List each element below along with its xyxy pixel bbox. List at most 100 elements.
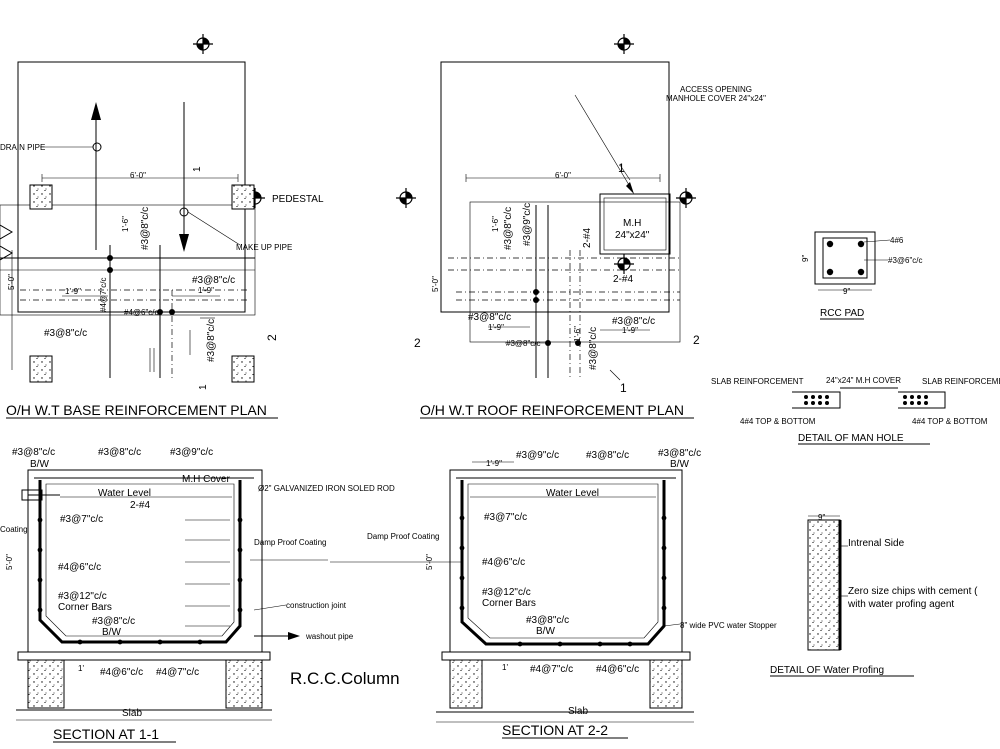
bar-label: #3@8"c/c bbox=[586, 450, 629, 461]
man-hole-title: DETAIL OF MAN HOLE bbox=[798, 433, 904, 444]
base-plan: DRAIN PIPE PEDESTAL MAKE UP PIPE 6'-0" 5… bbox=[0, 33, 324, 419]
mh-size-label: 24"x24" bbox=[615, 230, 650, 241]
bar-label: #4@6"c/c bbox=[596, 664, 639, 675]
column-block bbox=[27, 659, 65, 709]
bar-label: B/W bbox=[670, 459, 689, 470]
section-marker: 1 bbox=[198, 384, 209, 390]
bar-label: #3@9"c/c bbox=[170, 447, 213, 458]
crosshair-icon bbox=[395, 187, 417, 209]
top-bottom-left: 4#4 TOP & BOTTOM bbox=[740, 417, 816, 426]
section-2-2: 1'-9" #3@9"c/c #3@8"c/c #3@8"c/c B/W Wat… bbox=[330, 448, 777, 739]
crosshair-icon bbox=[613, 33, 635, 55]
section-marker: 2 bbox=[414, 336, 421, 350]
mh-cover-label: M.H Cover bbox=[182, 474, 230, 485]
bar-label: #4@6"c/c bbox=[482, 557, 525, 568]
wall-dim: 9" bbox=[818, 513, 825, 522]
mh-cover-label: 24"x24" M.H COVER bbox=[826, 376, 901, 385]
bar-label: #3@9"c/c bbox=[516, 450, 559, 461]
rcc-column-label: R.C.C.Column bbox=[290, 669, 400, 688]
water-proofing-title: DETAIL OF Water Profing bbox=[770, 665, 884, 676]
rcc-pad-title: RCC PAD bbox=[820, 308, 864, 319]
slab-label: Slab bbox=[568, 706, 588, 717]
dim-width: 6'-0" bbox=[555, 171, 571, 180]
damp-proof-label: Damp Proof Coating bbox=[254, 538, 326, 547]
manhole-cover-label: MANHOLE COVER 24"x24" bbox=[666, 94, 766, 103]
column-block bbox=[649, 659, 683, 709]
base-plan-title: O/H W.T BASE REINFORCEMENT PLAN bbox=[6, 402, 267, 418]
column-block bbox=[449, 659, 483, 709]
column-block bbox=[225, 659, 263, 709]
pad-ties: #3@6"c/c bbox=[888, 256, 923, 265]
bar-label: #3@8"c/c bbox=[12, 447, 55, 458]
section-1-1: #3@8"c/c B/W #3@8"c/c #3@9"c/c M.H Cover… bbox=[0, 447, 395, 743]
corner-bars-label: Corner Bars bbox=[58, 602, 112, 613]
section-2-title: SECTION AT 2-2 bbox=[502, 722, 608, 738]
dim-1-6-b: 1'-6" bbox=[573, 326, 582, 342]
pedestal-block bbox=[231, 184, 255, 210]
bar-label: #3@8"c/c bbox=[506, 339, 541, 348]
rod-label: Ø2" GALVANIZED IRON SOLED ROD bbox=[258, 484, 395, 493]
manhole-opening bbox=[599, 193, 671, 255]
bar-label: #4@7"c/c bbox=[99, 277, 108, 312]
bar-label: #4@7"c/c bbox=[156, 667, 199, 678]
section-marker: 1 bbox=[620, 381, 627, 395]
bar-label: #3@8"c/c bbox=[206, 319, 217, 362]
coating-label: Coating bbox=[0, 525, 28, 534]
pad-dim-h: 9" bbox=[801, 255, 810, 262]
roof-plan-title: O/H W.T ROOF REINFORCEMENT PLAN bbox=[420, 402, 684, 418]
bar-label: #3@8"c/c bbox=[92, 616, 135, 627]
dim-1-6: 1'-6" bbox=[121, 216, 130, 232]
pedestal-block bbox=[29, 184, 53, 210]
bar-label: #3@8"c/c bbox=[526, 615, 569, 626]
mh-label: M.H bbox=[623, 218, 641, 229]
bar-label: #3@8"c/c bbox=[140, 207, 151, 250]
damp-proof-label: Damp Proof Coating bbox=[367, 532, 439, 541]
dim-label: 1'-9" bbox=[486, 459, 502, 468]
crosshair-icon bbox=[192, 33, 214, 55]
dim-side: 5'-0" bbox=[5, 554, 14, 570]
bar-label: #4@7"c/c bbox=[530, 664, 573, 675]
bar-label: #3@8"c/c bbox=[588, 327, 599, 370]
bar-label: B/W bbox=[30, 459, 49, 470]
access-opening-label: ACCESS OPENING bbox=[680, 85, 752, 94]
bar-label: #3@8"c/c bbox=[658, 448, 701, 459]
water-level-label: Water Level bbox=[98, 488, 151, 499]
bar-label: #3@9"c/c bbox=[522, 203, 533, 246]
dim-1-9-b: 1'-9" bbox=[198, 286, 214, 295]
pedestal-label: PEDESTAL bbox=[272, 194, 324, 205]
bar-label: #3@8"c/c bbox=[612, 316, 655, 327]
slab-reinforcement-left: SLAB REINFORCEMENT bbox=[711, 377, 804, 386]
chips-label: Zero size chips with cement ( bbox=[848, 586, 978, 597]
bar-label: #3@8"c/c bbox=[192, 275, 235, 286]
dim-side: 5'-0" bbox=[7, 274, 16, 290]
agent-label: with water profing agent bbox=[847, 599, 954, 610]
top-bottom-right: 4#4 TOP & BOTTOM bbox=[912, 417, 988, 426]
section-marker: 1 bbox=[618, 161, 625, 175]
manhole-detail: SLAB REINFORCEMENT 24"x24" M.H COVER SLA… bbox=[711, 376, 1000, 445]
section-marker: 2 bbox=[265, 334, 279, 341]
crosshair-icon bbox=[613, 253, 635, 275]
drain-pipe-label: DRAIN PIPE bbox=[0, 143, 45, 152]
bar-label: #3@12"c/c bbox=[58, 591, 107, 602]
stopper-label: 8" wide PVC water Stopper bbox=[680, 621, 777, 630]
dim-1-6-a: 1'-6" bbox=[491, 216, 500, 232]
dim-1-9-a: 1'-9" bbox=[65, 287, 81, 296]
section-marker: 2 bbox=[693, 333, 700, 347]
bar-label: 2-#4 bbox=[582, 228, 593, 248]
internal-side-label: Intrenal Side bbox=[848, 538, 905, 549]
make-up-pipe-label: MAKE UP PIPE bbox=[236, 243, 292, 252]
bar-label: #3@8"c/c bbox=[98, 447, 141, 458]
dim-1-9-b: 1'-9" bbox=[622, 326, 638, 335]
section-1-title: SECTION AT 1-1 bbox=[53, 726, 159, 742]
pedestal-block bbox=[231, 355, 255, 383]
roof-plan: ACCESS OPENING MANHOLE COVER 24"x24" M.H… bbox=[395, 33, 766, 419]
dim-width: 6'-0" bbox=[130, 171, 146, 180]
crosshair-icon bbox=[675, 187, 697, 209]
bar-label: #3@12"c/c bbox=[482, 587, 531, 598]
bar-label: #3@8"c/c bbox=[503, 207, 514, 250]
bar-label: #3@8"c/c bbox=[468, 312, 511, 323]
bar-label: #3@8"c/c bbox=[44, 328, 87, 339]
pedestal-block bbox=[29, 355, 53, 383]
bar-label: #3@7"c/c bbox=[484, 512, 527, 523]
